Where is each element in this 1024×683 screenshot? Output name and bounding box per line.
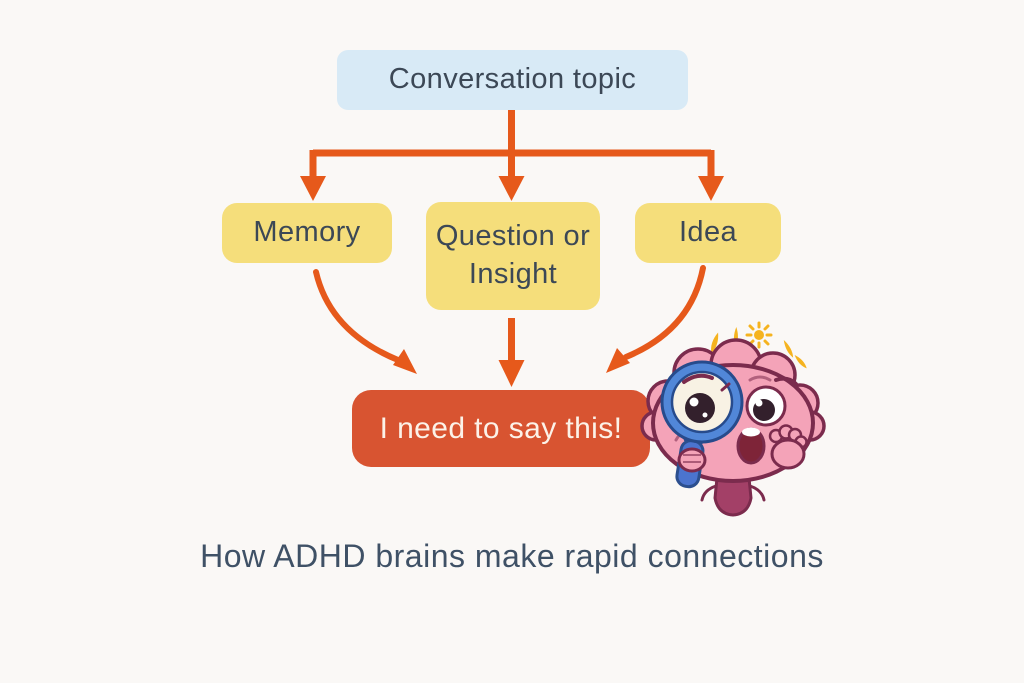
node-memory-label: Memory	[253, 216, 361, 249]
arrowhead-memory-output	[393, 349, 417, 374]
grip-hand	[677, 447, 707, 473]
arrowhead-memory	[300, 176, 326, 201]
brain-eye	[745, 385, 787, 427]
node-memory: Memory	[222, 203, 392, 263]
arrowhead-question	[498, 176, 525, 201]
node-idea: Idea	[635, 203, 781, 263]
node-conversation-topic-label: Conversation topic	[388, 63, 637, 96]
magnifying-glass-icon	[660, 360, 744, 489]
node-question-or-insight-label: Question or Insight	[435, 220, 591, 290]
arrowhead-idea-output	[606, 348, 630, 373]
arrow-memory-to-output	[313, 269, 401, 363]
caption-text: How ADHD brains make rapid connections	[200, 538, 824, 574]
node-question-or-insight: Question or Insight	[426, 202, 600, 310]
arrowhead-question-output	[498, 360, 525, 387]
brain-hand	[768, 424, 808, 470]
brain-character-illustration	[638, 318, 828, 523]
brain-eyebrow	[774, 376, 798, 386]
output-box: I need to say this!	[352, 390, 650, 467]
output-box-label: I need to say this!	[379, 412, 623, 445]
node-idea-label: Idea	[678, 216, 738, 249]
lens-eye	[682, 373, 731, 423]
arrowhead-idea	[698, 176, 724, 201]
brain-mouth	[736, 427, 766, 465]
node-conversation-topic: Conversation topic	[337, 50, 688, 110]
